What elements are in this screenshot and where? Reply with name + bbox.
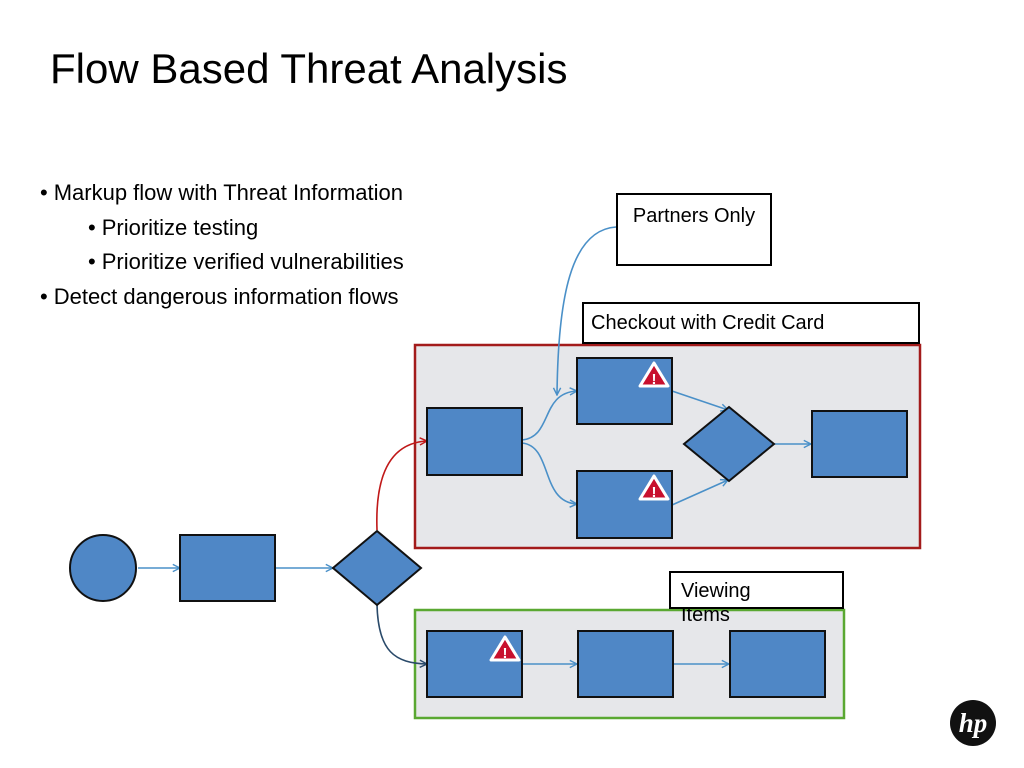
connector-upper-to-decision <box>671 390 728 410</box>
bullet-text: Prioritize testing <box>101 214 259 240</box>
hp-logo-text: hp <box>959 708 988 738</box>
connector-decision-to-checkout <box>376 441 427 531</box>
partners-only-callout: Partners Only <box>616 193 772 266</box>
connector-partners-callout <box>557 226 617 395</box>
slide-title: Flow Based Threat Analysis <box>50 45 568 92</box>
viewing-node-2 <box>577 630 674 698</box>
viewing-items-label: Viewing Items <box>681 580 751 626</box>
warning-glyph: ! <box>503 645 508 662</box>
connector-decision-to-viewing <box>376 603 427 664</box>
bullet-glyph: • <box>88 214 96 240</box>
bullet-glyph: • <box>40 180 48 205</box>
bullet-text: Markup flow with Threat Information <box>53 180 403 205</box>
viewing-items-callout: Viewing Items <box>669 571 844 626</box>
warning-glyph: ! <box>652 484 657 501</box>
connector-lower-to-decision <box>671 480 728 506</box>
bullet-text: Prioritize verified vulnerabilities <box>101 249 404 274</box>
bullet-detect-flows: •Detect dangerous information flows <box>40 280 404 315</box>
viewing-node-3 <box>729 630 826 698</box>
checkout-decision-node <box>682 405 776 483</box>
hp-logo: hp <box>950 700 996 746</box>
bullet-list: •Markup flow with Threat Information •Pr… <box>40 176 404 314</box>
start-node <box>69 534 137 602</box>
warning-icon: ! <box>638 474 670 501</box>
bullet-glyph: • <box>88 249 96 274</box>
checkout-entry-node <box>426 407 523 476</box>
bullet-prioritize-verified: •Prioritize verified vulnerabilities <box>40 245 404 280</box>
warning-glyph: ! <box>652 371 657 388</box>
checkout-callout: Checkout with Credit Card <box>582 302 920 344</box>
checkout-final-node <box>811 410 908 478</box>
bullet-text: Detect dangerous information flows <box>53 283 399 309</box>
process-node <box>179 534 276 602</box>
warning-icon: ! <box>489 635 521 662</box>
connector-checkout-to-upper <box>521 391 577 441</box>
connector-checkout-to-lower <box>521 442 577 504</box>
bullet-prioritize-testing: •Prioritize testing <box>40 211 404 246</box>
warning-icon: ! <box>638 361 670 388</box>
bullet-markup-flow: •Markup flow with Threat Information <box>40 176 404 211</box>
branch-decision-node <box>331 529 423 607</box>
bullet-glyph: • <box>40 283 48 309</box>
